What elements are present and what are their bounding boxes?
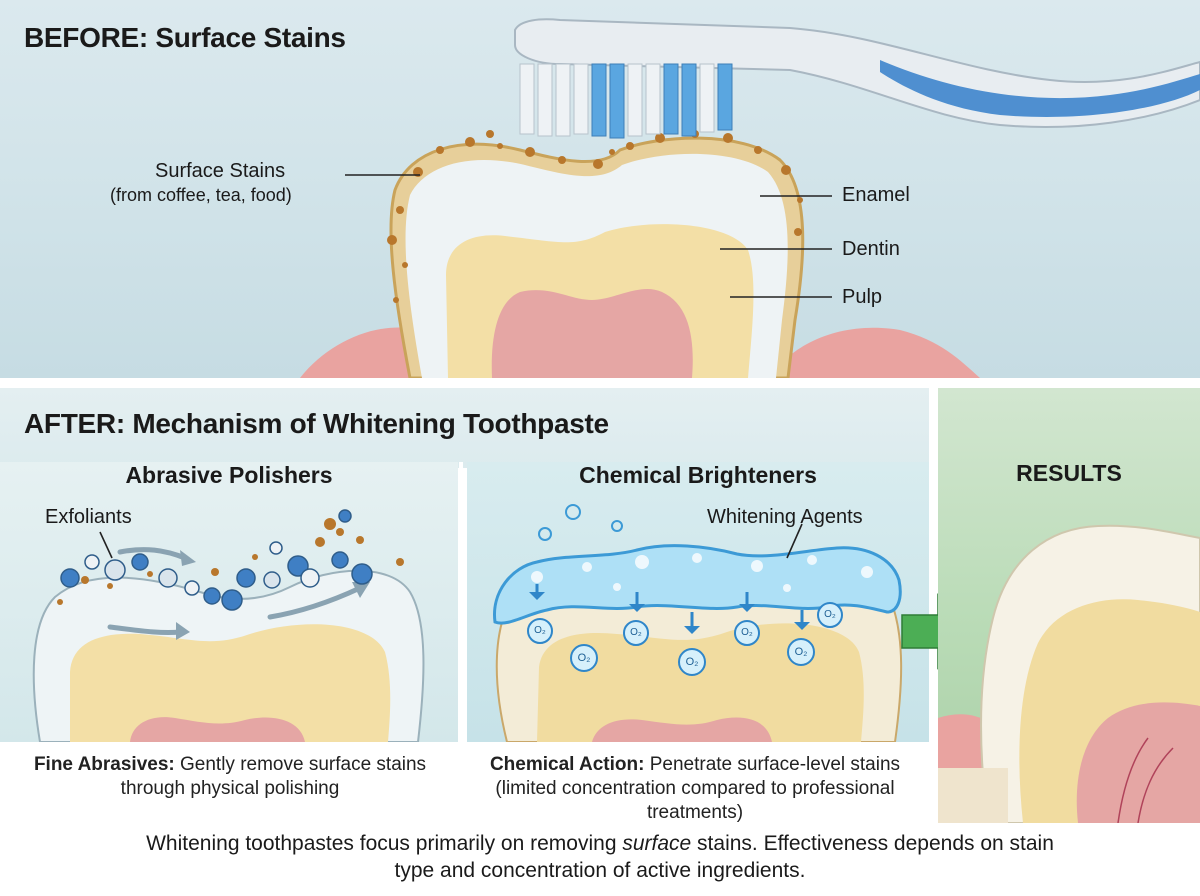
penetration-arrows — [529, 592, 810, 634]
abrasive-title: Abrasive Polishers — [125, 462, 333, 488]
oxygen-molecule: O₂ — [817, 602, 843, 628]
tooth-chemical-dentin — [537, 623, 864, 742]
foam-bubbles — [531, 553, 873, 592]
rising-bubbles — [538, 504, 623, 541]
polish-arrowheads — [176, 550, 370, 640]
column-divider — [459, 462, 463, 742]
chemical-title: Chemical Brighteners — [579, 462, 817, 488]
after-header: AFTER: Mechanism of Whitening Toothpaste — [0, 388, 929, 468]
footer-text-1: Whitening toothpastes focus primarily on… — [146, 832, 623, 855]
footer-text-2: stains. Effectiveness depends on stain t… — [394, 832, 1054, 882]
results-nerves — [1117, 737, 1174, 823]
abrasive-panel: Abrasive Polishers Exfoliants — [0, 462, 458, 742]
abrasive-particles — [60, 509, 373, 611]
surface-stains-sublabel: (from coffee, tea, food) — [110, 185, 292, 205]
dentin-label: Dentin — [842, 238, 900, 260]
tooth-chemical-pulp — [592, 717, 772, 742]
toothbrush-bristles — [519, 63, 733, 139]
oxygen-molecule: O₂ — [527, 618, 553, 644]
abrasive-illustration — [32, 509, 425, 742]
tooth-abrasive-pulp — [130, 717, 305, 742]
abrasive-caption-bold: Fine Abrasives: — [33, 754, 175, 775]
exfoliants-label: Exfoliants — [45, 506, 132, 528]
results-bone — [938, 768, 1008, 823]
before-illustration — [300, 18, 1200, 378]
results-panel: RESULTS — [938, 388, 1200, 823]
oxygen-molecule: O₂ — [787, 638, 815, 666]
penetration-arrow-stems — [535, 584, 804, 628]
tooth-before-pulp — [491, 288, 693, 378]
footer-note: Whitening toothpastes focus primarily on… — [0, 830, 1200, 884]
gum-right — [770, 327, 980, 378]
oxygen-molecule: O₂ — [570, 644, 598, 672]
before-panel: BEFORE: Surface Stains Surface Stains (f… — [0, 0, 1200, 378]
footer-emphasis: surface — [622, 832, 692, 855]
abrasive-caption: Fine Abrasives: Gently remove surface st… — [10, 753, 450, 801]
stain-dots — [387, 130, 803, 303]
before-title: BEFORE: Surface Stains — [24, 22, 346, 53]
oxygen-molecule: O₂ — [734, 620, 760, 646]
abrasive-caption-text: Gently remove surface stains through phy… — [120, 754, 427, 799]
surface-stains-label: Surface Stains — [155, 160, 286, 182]
after-title: AFTER: Mechanism of Whitening Toothpaste — [24, 408, 609, 439]
toothbrush-grip — [880, 60, 1200, 118]
results-illustration — [938, 524, 1200, 823]
before-leader-lines — [345, 174, 832, 298]
chemical-caption-bold: Chemical Action: — [489, 754, 645, 775]
results-title: RESULTS — [1016, 460, 1122, 486]
whitening-agents-label: Whitening Agents — [707, 506, 863, 528]
enamel-label: Enamel — [842, 184, 910, 206]
results-tooth-pulp — [1076, 702, 1200, 823]
polish-arrows — [107, 547, 363, 636]
chemical-caption-text: Penetrate surface-level stains (limited … — [495, 754, 901, 823]
tooth-abrasive-dentin — [70, 624, 391, 742]
pulp-label: Pulp — [842, 286, 883, 308]
whitening-agents-leader — [786, 523, 803, 559]
exfoliants-leader — [99, 531, 113, 559]
chemical-illustration — [493, 504, 903, 742]
abrasive-stain-dots — [57, 518, 404, 605]
oxygen-molecule: O₂ — [678, 648, 706, 676]
oxygen-molecule: O₂ — [623, 620, 649, 646]
chemical-caption: Chemical Action: Penetrate surface-level… — [470, 753, 920, 825]
chemical-panel: Chemical Brighteners Whitening Agents O₂… — [467, 462, 929, 742]
